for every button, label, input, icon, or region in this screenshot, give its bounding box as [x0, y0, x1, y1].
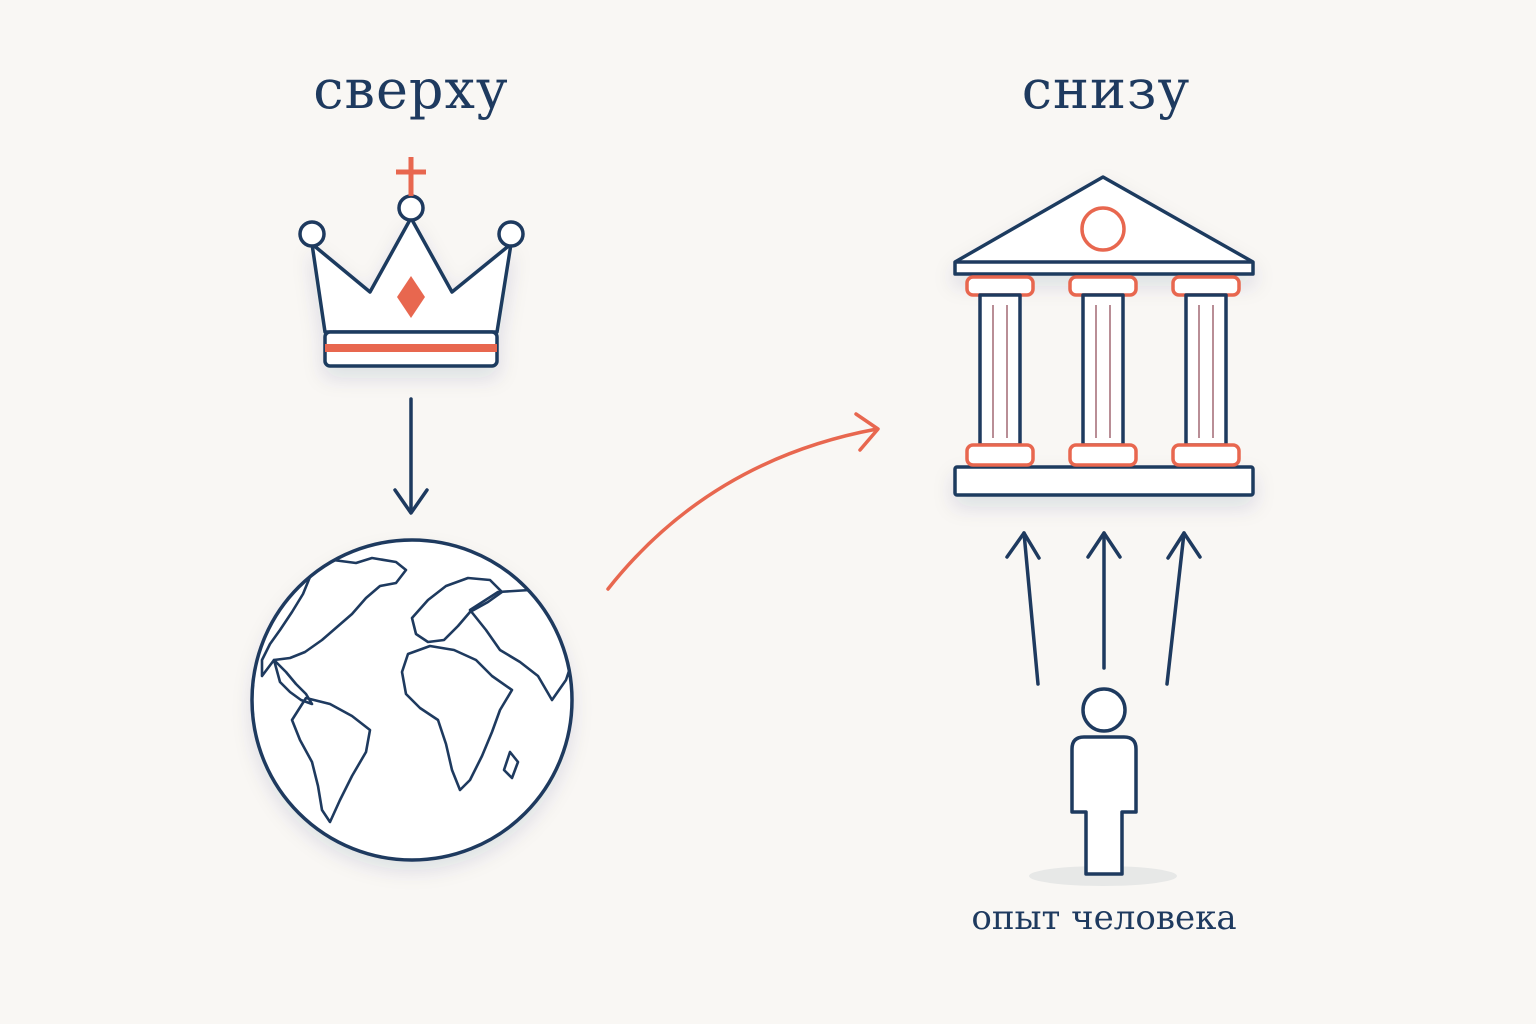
right-title: снизу	[1021, 58, 1191, 121]
person-icon	[1029, 687, 1177, 886]
globe-icon	[250, 538, 574, 862]
up-arrow-right	[1165, 531, 1202, 686]
transition-arrow	[606, 412, 880, 591]
temple-column-right	[1171, 275, 1241, 467]
temple-column-center	[1068, 275, 1138, 467]
temple-column-left	[965, 275, 1035, 467]
left-title: сверху	[313, 58, 509, 121]
down-arrow	[393, 397, 429, 515]
temple-icon	[953, 175, 1255, 497]
person-caption: опыт человека	[971, 898, 1237, 938]
up-arrow-center	[1086, 531, 1122, 670]
up-arrow-left	[1005, 531, 1041, 686]
crown-icon	[298, 157, 525, 368]
up-arrows	[1005, 531, 1202, 686]
